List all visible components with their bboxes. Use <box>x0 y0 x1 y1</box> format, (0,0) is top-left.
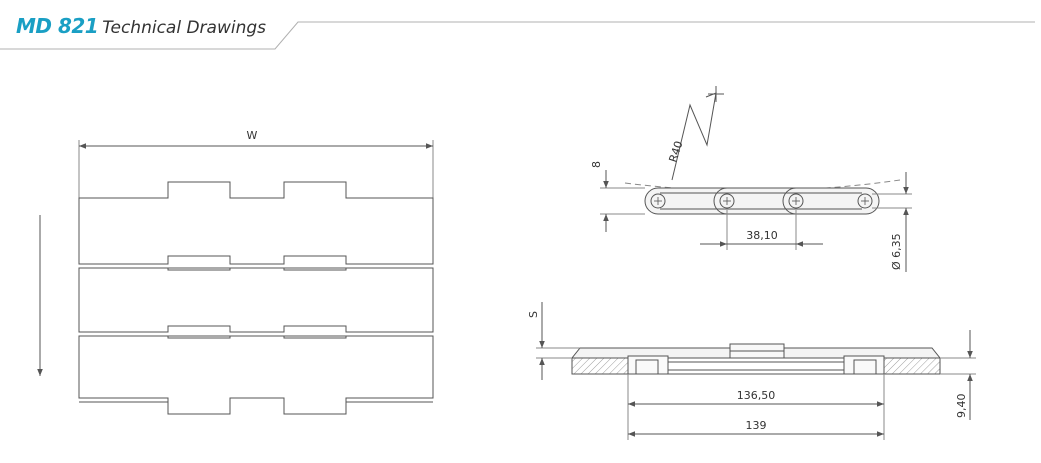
top-view <box>37 140 434 415</box>
height-label: 9,40 <box>955 394 968 419</box>
header-divider <box>0 21 1035 50</box>
model-name: MD 821 <box>16 14 99 38</box>
radius-label: R40 <box>666 139 685 164</box>
pitch-label: 38,10 <box>746 229 778 242</box>
page-subtitle: Technical Drawings <box>102 18 267 38</box>
width-label: W <box>247 129 258 142</box>
thickness-label: 8 <box>590 161 603 168</box>
belt-module-3 <box>78 335 434 415</box>
cross-section-view <box>536 302 976 440</box>
side-view <box>600 86 912 272</box>
outer-width-label: 139 <box>746 419 767 432</box>
inner-width-label: 136,50 <box>737 389 776 402</box>
belt-module-1 <box>78 181 434 265</box>
belt-module-2 <box>78 267 434 333</box>
s-label: S <box>527 311 540 318</box>
pin-diameter-label: Ø 6,35 <box>890 233 903 270</box>
